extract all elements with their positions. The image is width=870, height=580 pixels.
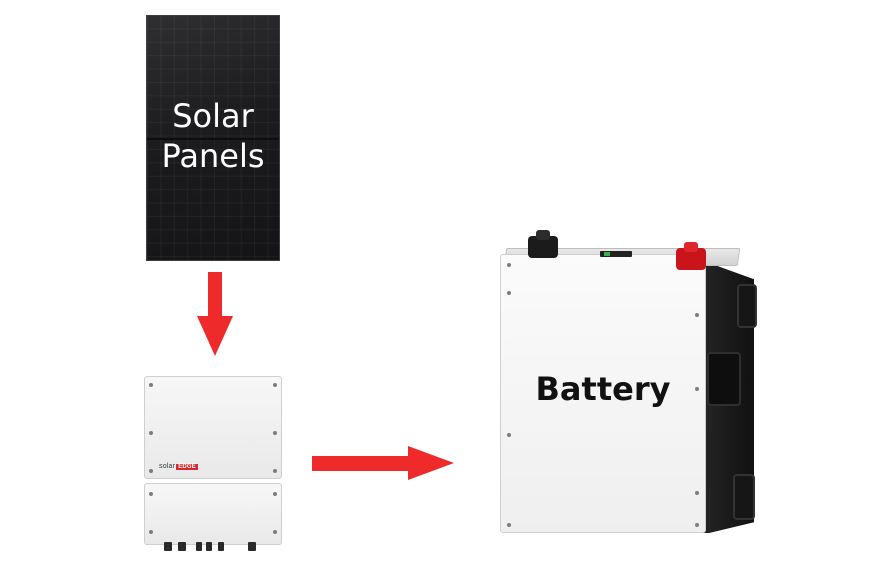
positive-terminal-icon (676, 242, 706, 270)
battery-handle-icon (733, 474, 755, 520)
arrow-down-head (197, 316, 233, 356)
battery-handle-icon (707, 352, 741, 406)
solar-panel-icon (146, 15, 280, 261)
negative-terminal-icon (528, 230, 558, 258)
screw-icon (273, 530, 277, 534)
battery-handle-icon (737, 284, 757, 328)
connector-icon (178, 542, 186, 551)
connector-icon (206, 542, 212, 551)
screw-icon (149, 431, 153, 435)
arrow-right-head (408, 446, 454, 480)
connector-icon (164, 542, 172, 551)
screw-icon (273, 383, 277, 387)
inverter-lower-unit (144, 483, 282, 545)
screw-icon (695, 313, 699, 317)
screw-icon (695, 491, 699, 495)
arrow-down-icon (197, 272, 233, 356)
screw-icon (273, 431, 277, 435)
battery-status-display (600, 251, 632, 257)
inverter-brand-tag: EDGE (176, 464, 198, 470)
screw-icon (149, 530, 153, 534)
screw-icon (507, 291, 511, 295)
screw-icon (507, 433, 511, 437)
screw-icon (149, 492, 153, 496)
screw-icon (273, 469, 277, 473)
battery-label: Battery (535, 370, 671, 408)
screw-icon (507, 263, 511, 267)
screw-icon (507, 523, 511, 527)
screw-icon (695, 523, 699, 527)
screw-icon (149, 469, 153, 473)
terminal-cap (536, 230, 550, 240)
arrow-down-shaft (208, 272, 222, 322)
arrow-right-shaft (312, 456, 412, 471)
status-led-icon (604, 252, 610, 256)
connector-icon (218, 542, 224, 551)
solar-panel-seam (147, 138, 279, 140)
arrow-right-icon (312, 446, 454, 480)
connector-icon (248, 542, 256, 551)
terminal-cap (684, 242, 698, 252)
connector-icon (196, 542, 202, 551)
solar-panels-label: Solar Panels (161, 97, 265, 175)
screw-icon (149, 383, 153, 387)
screw-icon (273, 492, 277, 496)
screw-icon (695, 387, 699, 391)
